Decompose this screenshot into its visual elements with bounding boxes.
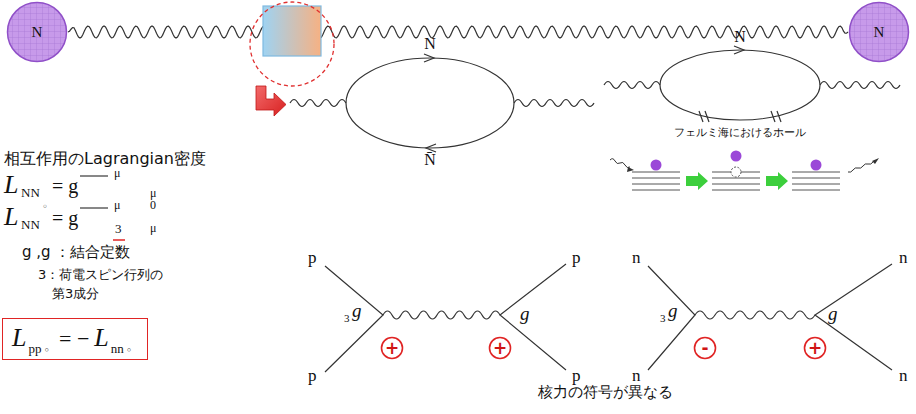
- sign-symbol: +: [385, 340, 399, 357]
- text-label: N: [734, 28, 746, 46]
- text-label: μ: [114, 199, 120, 213]
- sign-symbol: -: [701, 340, 708, 357]
- sign-circle: +: [488, 336, 512, 360]
- meson-line: [383, 311, 500, 319]
- text-label: n: [632, 366, 641, 386]
- hole-mark: [699, 111, 781, 122]
- text-label: 核力の符号が異なる: [538, 384, 673, 401]
- text-label: n: [899, 366, 908, 386]
- nucleon-dot: [651, 160, 662, 171]
- sign-circle: -: [693, 336, 717, 360]
- text-label: g: [668, 300, 678, 322]
- text-label: g: [352, 300, 362, 322]
- outgoing-meson: [848, 162, 873, 172]
- self-energy-box: [263, 6, 321, 56]
- transition-arrow: [686, 172, 708, 190]
- formula-part: = −: [51, 326, 93, 352]
- meson-line: [695, 311, 815, 319]
- text-label: N̄: [424, 151, 436, 169]
- transition-arrow: [766, 172, 788, 190]
- text-label: g: [828, 303, 838, 325]
- text-label: 3: [344, 312, 350, 325]
- arrowhead: [627, 167, 634, 172]
- nucleus-fill: [8, 3, 67, 62]
- sign-circle: +: [380, 336, 404, 360]
- nucleon-symbol: N: [32, 24, 43, 41]
- loop-arrow: [734, 46, 744, 54]
- sign-symbol: +: [493, 340, 507, 357]
- text-label: N: [424, 35, 436, 53]
- meson-line: [604, 82, 660, 89]
- sign-outline: [805, 338, 826, 359]
- text-label: g ,g ：結合定数: [22, 244, 130, 261]
- formula-part: L: [11, 323, 27, 353]
- overline: [80, 176, 108, 208]
- sign-symbol: +: [808, 340, 822, 357]
- arrowhead: [872, 158, 879, 164]
- nucleon-dot: [811, 160, 822, 171]
- formula-part: ◦: [125, 344, 134, 357]
- text-label: p: [308, 248, 317, 268]
- formula-part: pp: [27, 341, 42, 357]
- text-label: 3: [660, 312, 666, 325]
- dashed-focus-circle: [250, 2, 334, 86]
- text-label: ◦: [42, 201, 48, 213]
- sign-circle: +: [803, 336, 827, 360]
- nucleus-circle: N: [848, 1, 910, 63]
- text-label: L: [4, 202, 18, 232]
- text-label: 相互作用のLagrangian密度: [4, 150, 206, 168]
- text-label: n: [899, 248, 908, 268]
- nucleon-line: [325, 266, 383, 372]
- text-label: p: [308, 366, 317, 386]
- text-label: NN: [21, 218, 40, 233]
- incoming-meson: [610, 159, 630, 168]
- sign-outline: [382, 338, 403, 359]
- formula-part: ◦: [42, 344, 51, 357]
- formula-part: L: [93, 323, 109, 353]
- nucleon-symbol: N: [874, 24, 885, 41]
- text-label: n: [632, 248, 641, 268]
- loop-arrow: [424, 54, 434, 62]
- text-label: 3: [115, 222, 122, 237]
- nucleon-line: [648, 266, 695, 370]
- text-label: g: [520, 303, 530, 325]
- zoom-arrow: [256, 86, 286, 116]
- nucleus-fill: [850, 3, 909, 62]
- nucleon-dot: [731, 151, 742, 162]
- meson-line: [290, 100, 346, 107]
- text-label: NN: [21, 186, 40, 201]
- formula-part: nn: [110, 341, 125, 357]
- meson-line: [514, 100, 594, 107]
- red-underline: [113, 239, 125, 241]
- text-label: p: [572, 366, 581, 386]
- text-label: p: [572, 248, 581, 268]
- formula-box: Lpp◦= −Lnn◦: [2, 318, 148, 360]
- text-label: L: [4, 170, 18, 200]
- sign-outline: [490, 338, 511, 359]
- sign-outline: [695, 338, 716, 359]
- nucleon-loop: [346, 58, 514, 148]
- nucleon-line: [500, 264, 566, 370]
- meson-wave: [68, 26, 848, 38]
- text-label: 3：荷電スピン行列の: [38, 268, 163, 283]
- text-label: = g: [52, 207, 78, 230]
- text-label: μ: [150, 222, 156, 236]
- text-label: 第3成分: [52, 287, 99, 302]
- nucleon-hole-loop: [660, 50, 820, 120]
- hole-circle: [731, 167, 741, 177]
- meson-line: [820, 82, 900, 89]
- nucleus-circle: N: [6, 1, 68, 63]
- nucleon-line: [815, 264, 892, 370]
- loop-arrow: [426, 144, 436, 152]
- text-label: 0: [150, 199, 156, 213]
- text-label: = g: [52, 175, 78, 198]
- text-label: フェルミ海におけるホール: [674, 127, 806, 140]
- text-label: μ: [114, 167, 120, 181]
